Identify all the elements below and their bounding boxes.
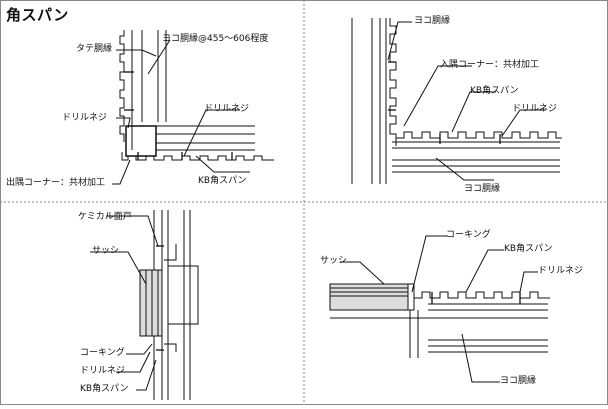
label-tate: タテ胴縁 <box>76 44 113 54</box>
panel-inside-corner <box>351 18 562 184</box>
label-drill-tr: ドリルネジ <box>512 104 558 114</box>
label-kb-bl: KB角スパン <box>80 384 129 394</box>
kb-span-vertical-left <box>119 30 125 142</box>
label-drill-bl: ドリルネジ <box>80 366 126 376</box>
kb-span-horizontal-bottom <box>121 152 274 161</box>
kb-span-vertical-right <box>389 18 397 146</box>
label-caulking-bl: コーキング <box>80 348 125 358</box>
drill-screws-tr <box>388 61 501 144</box>
chemical-seal-block <box>167 265 199 325</box>
label-sash-bl: サッシ <box>92 246 120 256</box>
corner-post <box>125 125 157 157</box>
panel-window-horizontal <box>329 235 550 383</box>
label-drill-left: ドリルネジ <box>62 113 108 123</box>
label-drill-right: ドリルネジ <box>204 104 250 114</box>
label-yoko-range: ヨコ胴縁@455～606程度 <box>162 34 269 44</box>
kb-span-window-bottom <box>414 291 550 299</box>
label-caulking-br: コーキング <box>446 230 491 240</box>
label-sash-br: サッシ <box>320 256 348 266</box>
drill-screws <box>124 71 233 160</box>
label-drill-br: ドリルネジ <box>538 266 584 276</box>
label-irisumi: 入隅コーナー：共材加工 <box>440 60 540 70</box>
drill-screws-br <box>431 292 521 304</box>
panel-outside-corner <box>112 30 274 185</box>
drill-screws-bl <box>156 245 164 351</box>
kb-span-horizontal <box>396 131 562 139</box>
label-kb-br: KB角スパン <box>504 244 553 254</box>
label-deskumi: 出隅コーナー：共材加工 <box>6 178 106 188</box>
label-yoko-bottom: ヨコ胴縁 <box>464 184 501 194</box>
label-yoko-top: ヨコ胴縁 <box>414 16 451 26</box>
panel-window-vertical <box>90 210 199 400</box>
label-kb: KB角スパン <box>198 176 247 186</box>
label-yoko-br: ヨコ胴縁 <box>500 376 537 386</box>
label-kb-tr: KB角スパン <box>470 86 519 96</box>
label-chemical: ケミカル面戸 <box>78 212 132 222</box>
page-title: 角スパン <box>6 6 69 24</box>
